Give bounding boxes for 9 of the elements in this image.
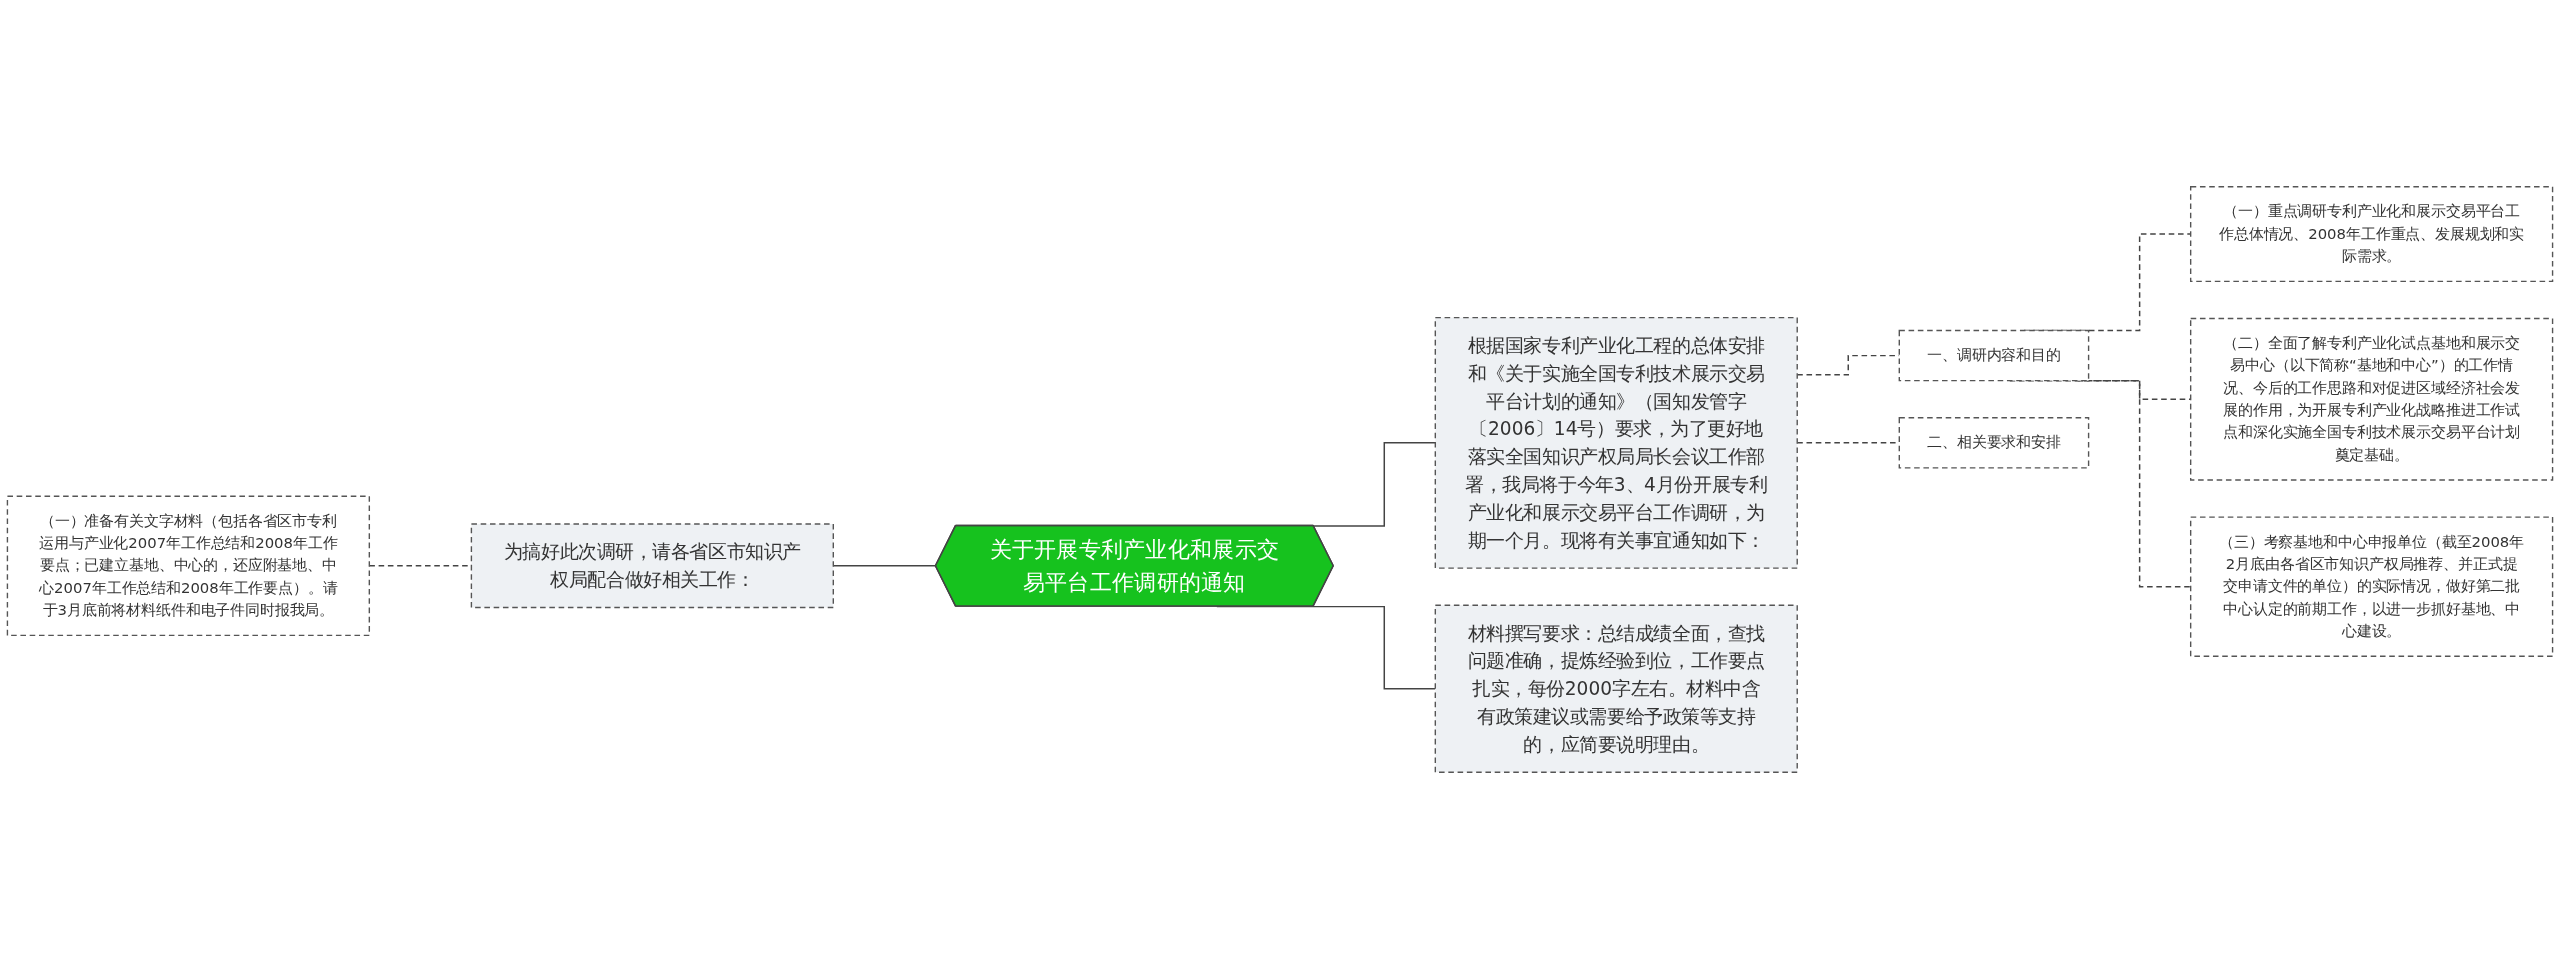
node-box: 根据国家专利产业化工程的总体安排和《关于实施全国专利技术展示交易平台计划的通知》（国知发管字〔2006〕14号）要求，为了更好地落实全国知识产权局局长会议工作部署，我局将于今年3、4月份开展专利产业化和展示交易平台工作调研，为期一个月。现将有关事宜通知如下：: [1434, 316, 1798, 569]
node-box: 一、调研内容和目的: [1898, 329, 2090, 382]
node-box: 为搞好此次调研，请各省区市知识产权局配合做好相关工作：: [470, 523, 834, 609]
node-box: 二、相关要求和安排: [1898, 417, 2090, 469]
node-box: （一）重点调研专利产业化和展示交易平台工作总体情况、2008年工作重点、发展规划和实际需求。: [2189, 186, 2554, 283]
node-box: （一）准备有关文字材料（包括各省区市专利运用与产业化2007年工作总结和2008年工作要点；已建立基地、中心的，还应附基地、中心2007年工作总结和2008年工作要点）。请于3月底前将材料纸件和电子件同时报我局。: [6, 495, 371, 637]
node-box: 材料撰写要求：总结成绩全面，查找问题准确，提炼经验到位，工作要点扎实，每份2000字左右。材料中含有政策建议或需要给予政策等支持的，应简要说明理由。: [1434, 604, 1798, 773]
node-box: （三）考察基地和中心申报单位（截至2008年2月底由各省区市知识产权局推荐、并正式提交申请文件的单位）的实际情况，做好第二批中心认定的前期工作，以进一步抓好基地、中心建设。: [2189, 516, 2554, 657]
node-box: （二）全面了解专利产业化试点基地和展示交易中心（以下简称“基地和中心”）的工作情况、今后的工作思路和对促进区域经济社会发展的作用，为开展专利产业化战略推进工作试点和深化实施全国专利技术展示交易平台计划奠定基础。: [2189, 317, 2554, 481]
